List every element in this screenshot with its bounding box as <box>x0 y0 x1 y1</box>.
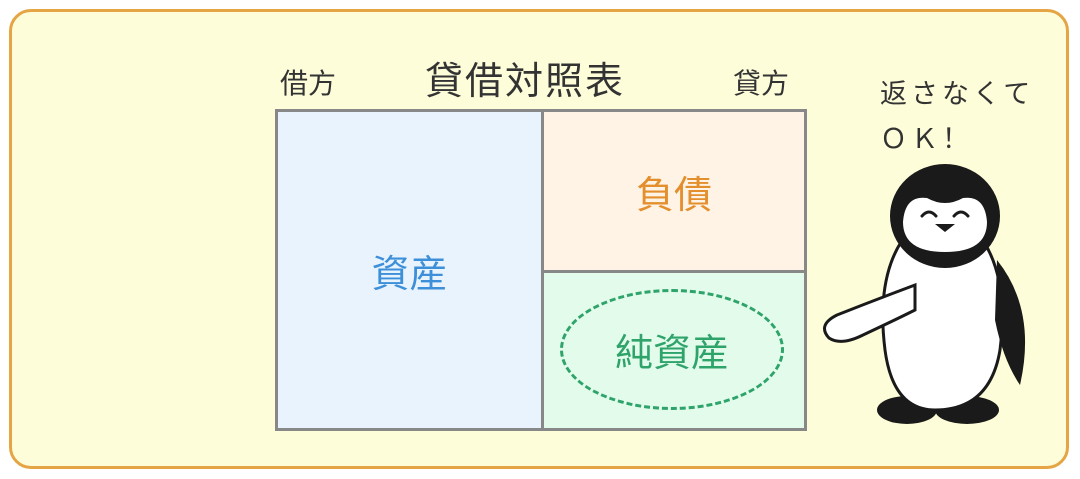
liabilities-box: 負債 <box>541 109 807 273</box>
penguin-speech: 返さなくて ＯＫ！ <box>880 72 1034 162</box>
net-assets-label: 純資産 <box>614 331 729 375</box>
debit-label: 借方 <box>280 67 337 100</box>
penguin-left-eye <box>920 210 938 218</box>
assets-box: 資産 <box>275 109 544 431</box>
net-assets-box: 純資産 <box>541 270 807 431</box>
penguin-right-flipper <box>995 260 1026 385</box>
assets-label: 資産 <box>371 251 448 296</box>
speech-line-1: 返さなくて <box>880 79 1035 110</box>
penguin-left-flipper <box>823 282 917 343</box>
balance-sheet: 資産 負債 純資産 <box>275 109 807 431</box>
liabilities-label: 負債 <box>635 172 712 217</box>
penguin-beak <box>935 224 955 232</box>
penguin-right-eye <box>952 210 970 218</box>
penguin-illustration <box>823 164 1026 424</box>
speech-line-2: ＯＫ！ <box>880 124 973 155</box>
credit-label: 貸方 <box>733 67 790 100</box>
net-assets-highlight-oval: 純資産 <box>560 289 784 410</box>
diagram-title: 貸借対照表 <box>425 59 626 103</box>
